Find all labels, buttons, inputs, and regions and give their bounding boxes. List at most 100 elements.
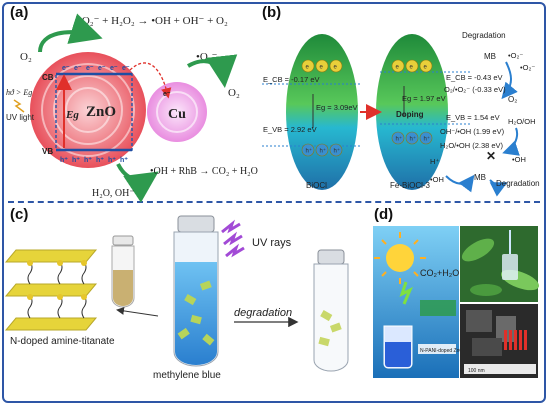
- carrier-label: e: [396, 65, 400, 71]
- uv-rays-icon: [221, 219, 245, 258]
- degradation-top-label: Degradation: [462, 31, 506, 40]
- uv-rays-label: UV rays: [252, 237, 292, 249]
- hole-marker: h⁺: [72, 157, 80, 164]
- mb-bottom-label: MB: [474, 173, 486, 182]
- carrier-dot: [391, 59, 405, 73]
- o2-reduction-arrow: [38, 13, 103, 53]
- eg-label: Eg: [65, 109, 79, 121]
- hole-marker: h⁺: [60, 157, 68, 164]
- beaker: [383, 325, 413, 369]
- bottom-reaction-equation: •OH + RhB → CO₂ + H₂O: [150, 166, 258, 177]
- carrier-label: h⁺: [320, 148, 327, 155]
- fe-biocl-holes: h⁺ h⁺ h⁺: [391, 131, 433, 145]
- biocl-band-ellipse: [286, 34, 358, 190]
- panel-label-a: (a): [10, 4, 29, 21]
- electron-marker: e⁻: [122, 65, 130, 72]
- zno-label: ZnO: [86, 104, 116, 120]
- panel-d: CO₂+H₂O N-PANI-doped ZnO 100 nm: [373, 226, 539, 378]
- n-doped-label: N-doped amine-titanate: [10, 336, 115, 347]
- carrier-dot: [405, 59, 419, 73]
- degradation-bottom-label: Degradation: [496, 179, 540, 188]
- titanate-flake: [177, 327, 190, 340]
- degraded-vial: [313, 249, 349, 372]
- carrier-label: h⁺: [410, 136, 417, 143]
- h2o-couple-label: H₂O/•OH (2.38 eV): [440, 141, 504, 150]
- electron-marker: e⁻: [74, 65, 82, 72]
- titanate-flake: [318, 336, 330, 347]
- powder-vial: [111, 235, 135, 308]
- o2-ion-label-1: •O₂⁻: [508, 51, 523, 60]
- zno-holes: h⁺h⁺h⁺h⁺h⁺h⁺: [60, 157, 128, 164]
- o2-return-arrow: [186, 54, 238, 88]
- methylene-blue-label: methylene blue: [153, 370, 221, 381]
- hole-marker: h⁺: [120, 157, 128, 164]
- carrier-dot: [315, 143, 329, 157]
- titanate-flake: [320, 310, 333, 322]
- carrier-label: h⁺: [396, 136, 403, 143]
- electron-marker: e⁻: [110, 65, 118, 72]
- light-condition-label: hϑ > Eg: [6, 88, 32, 97]
- titanate-flake: [184, 294, 197, 306]
- co2-h2o-label: CO₂+H₂O: [420, 268, 459, 278]
- h2o-oh-label: H₂O/OH: [508, 117, 536, 126]
- vb-label: VB: [42, 147, 53, 156]
- o2-couple-label: O₂/•O₂⁻ (-0.33 eV): [444, 85, 506, 94]
- titanate-flake: [329, 322, 342, 333]
- carrier-label: h⁺: [424, 136, 431, 143]
- n-pani-arrow-label: [420, 300, 456, 316]
- hole-marker: h⁺: [96, 157, 104, 164]
- carrier-label: e: [320, 65, 324, 71]
- carrier-label: h⁺: [306, 148, 313, 155]
- cu-label: Cu: [168, 107, 186, 122]
- fe-biocl-caption: Fe-BiOCl-3: [390, 181, 431, 190]
- oh-radical-label-1: •OH: [512, 155, 526, 164]
- uv-light-label: UV light: [6, 113, 35, 122]
- top-reaction-equation: •O₂⁻ + H₂O₂ → •OH + OH⁻ + O₂: [78, 15, 228, 27]
- panel-a: •O₂⁻ + H₂O₂ → •OH + OH⁻ + O₂ O₂ •O₂⁻ O₂ …: [6, 13, 258, 203]
- titanate-flake: [190, 314, 202, 325]
- carrier-dot: [315, 59, 329, 73]
- zno-electrons: e⁻e⁻e⁻e⁻e⁻e⁻: [62, 65, 130, 72]
- electron-marker: e⁻: [98, 65, 106, 72]
- figure-frame: [2, 2, 546, 403]
- carrier-label: e: [306, 65, 310, 71]
- h-plus-label: H⁺: [430, 157, 439, 166]
- mb-top-label: MB: [484, 52, 496, 61]
- carrier-dot: [329, 143, 343, 157]
- panel-divider: [8, 201, 540, 203]
- carrier-dot: [419, 59, 433, 73]
- biocl-caption: BiOCl: [306, 181, 327, 190]
- hole-marker: h⁺: [84, 157, 92, 164]
- carrier-dot: [301, 143, 315, 157]
- panel-c: N-doped amine-titanate methylene blue UV…: [4, 215, 349, 381]
- carrier-label: e: [424, 65, 428, 71]
- sun-icon: [386, 244, 414, 272]
- o2-ion-label-2: •O₂⁻: [520, 63, 535, 72]
- o2-right-label: O₂: [228, 87, 240, 99]
- oh-radical-label-2: •OH: [430, 175, 444, 184]
- carrier-dot: [391, 131, 405, 145]
- methylene-blue-vial: [173, 215, 219, 367]
- degradation-label: degradation: [234, 307, 292, 319]
- panel-b: E_CB = -0.17 eV E_VB = 2.92 eV Eg = 3.09…: [262, 31, 540, 197]
- o2-left-label: O₂: [20, 51, 32, 63]
- fe-biocl-evb-label: E_VB = 1.54 eV: [446, 113, 500, 122]
- fe-biocl-eg-label: Eg = 1.97 eV: [402, 94, 446, 103]
- panel-label-d: (d): [374, 206, 394, 223]
- carrier-dot: [405, 131, 419, 145]
- sem-scale-label: 100 nm: [468, 368, 485, 374]
- fe-biocl-ecb-label: E_CB = -0.43 eV: [446, 73, 503, 82]
- carrier-dot: [301, 59, 315, 73]
- electron-marker: e⁻: [62, 65, 70, 72]
- fe-biocl-band-ellipse: [376, 34, 448, 190]
- cu-electron: e⁻: [163, 91, 171, 98]
- oh-couple-label: OH⁻/•OH (1.99 eV): [440, 127, 505, 136]
- panel-label-b: (b): [262, 4, 282, 21]
- doping-label: Doping: [396, 110, 424, 119]
- biocl-holes: h⁺h⁺h⁺: [301, 143, 343, 157]
- biocl-eg-label: Eg = 3.09eV: [316, 103, 358, 112]
